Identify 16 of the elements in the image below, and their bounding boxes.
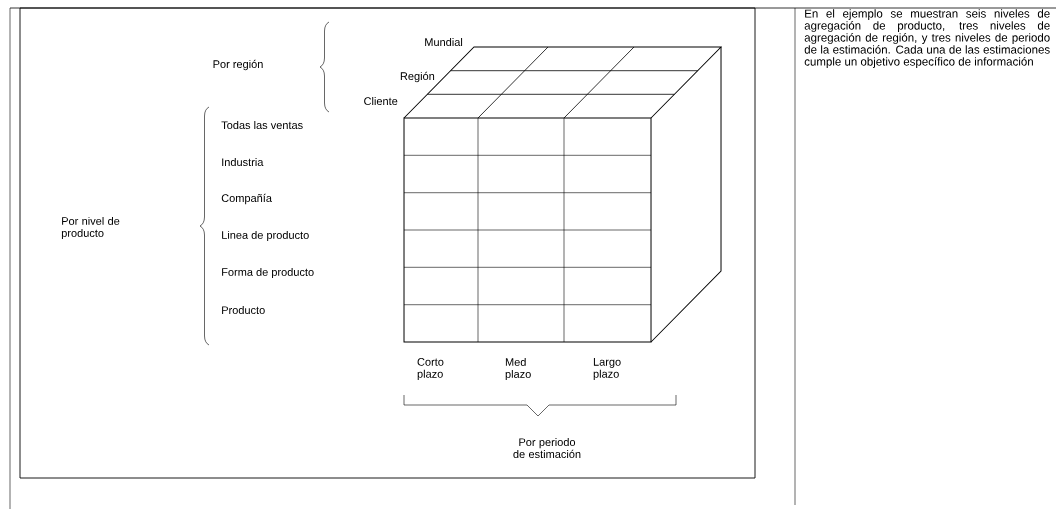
level-label: Mundial: [425, 37, 463, 47]
level-label: Forma de producto: [222, 267, 314, 279]
level-label: Med plazo: [505, 357, 531, 381]
level-label: Región: [400, 71, 435, 83]
level-label: Largo plazo: [593, 358, 621, 380]
axis-label: Por nivel de producto: [61, 216, 120, 240]
axis-label: Por región: [213, 59, 263, 71]
level-label: Industria: [222, 157, 264, 167]
level-label: Producto: [222, 305, 265, 315]
paragraph: En el ejemplo se muestran seis niveles de agregación de producto, tres niveles de agregación de región, y tres niveles de periodo de la estimación. Cada una de las estimaciones cumple un objetivo específico de información: [804, 9, 1050, 68]
level-label: Corto plazo: [417, 358, 444, 380]
level-label: Linea de producto: [222, 230, 309, 242]
level-label: Compañía: [221, 193, 272, 205]
level-label: Todas las ventas: [221, 120, 303, 130]
axis-label: Por periodo de estimación: [513, 437, 581, 459]
level-label: Cliente: [364, 96, 398, 106]
